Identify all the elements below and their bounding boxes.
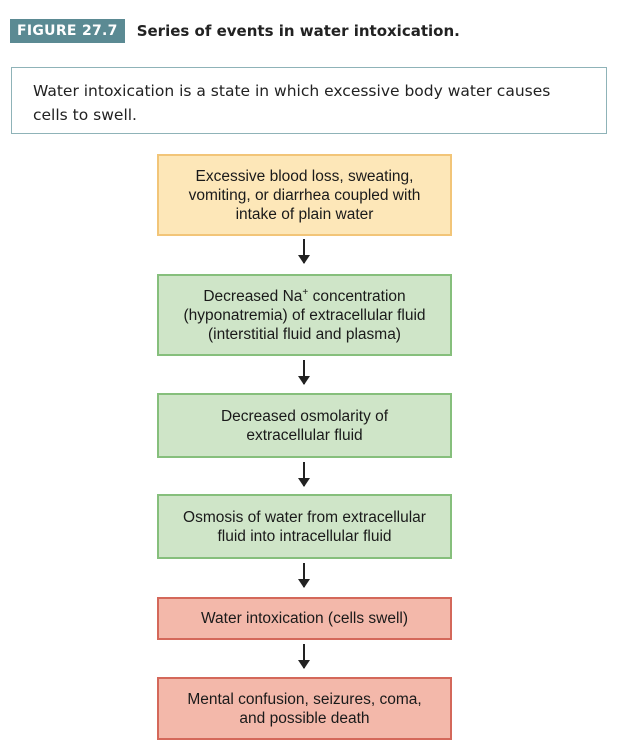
flow-step-5: Water intoxication (cells swell): [157, 597, 458, 646]
flow-step-3: Decreased osmolarity of extracellular fl…: [157, 393, 458, 464]
flow-step-1: Excessive blood loss, sweating, vomiting…: [157, 154, 458, 242]
flow-step-3-text: Decreased osmolarity of extracellular fl…: [220, 407, 389, 444]
flow-step-4: Osmosis of water from extracellular flui…: [157, 494, 458, 565]
flow-arrow-5: [298, 644, 310, 669]
flow-arrow-2: [298, 360, 310, 385]
figure-title: Series of events in water intoxication.: [136, 22, 460, 40]
flow-step-6-text: Mental confusion, seizures, coma, and po…: [187, 690, 422, 727]
summary-box: Water intoxication is a state in which e…: [11, 67, 607, 134]
flow-step-2: Decreased Na+ concentration (hyponatremi…: [157, 274, 458, 362]
flow-arrow-1: [298, 239, 310, 264]
superscript-plus: +: [302, 286, 309, 298]
flow-step-1-text: Excessive blood loss, sweating, vomiting…: [188, 167, 421, 223]
summary-text: Water intoxication is a state in which e…: [33, 82, 551, 124]
flow-step-2-text: Decreased Na+ concentration (hyponatremi…: [183, 286, 426, 343]
flow-step-6: Mental confusion, seizures, coma, and po…: [157, 677, 458, 746]
flow-step-5-text: Water intoxication (cells swell): [200, 610, 408, 627]
flow-step-4-text: Osmosis of water from extracellular flui…: [183, 508, 426, 545]
flow-arrow-3: [298, 462, 310, 487]
figure-label: FIGURE 27.7: [10, 19, 125, 43]
flow-arrow-4: [298, 563, 310, 588]
figure-header: FIGURE 27.7 Series of events in water in…: [10, 18, 460, 44]
